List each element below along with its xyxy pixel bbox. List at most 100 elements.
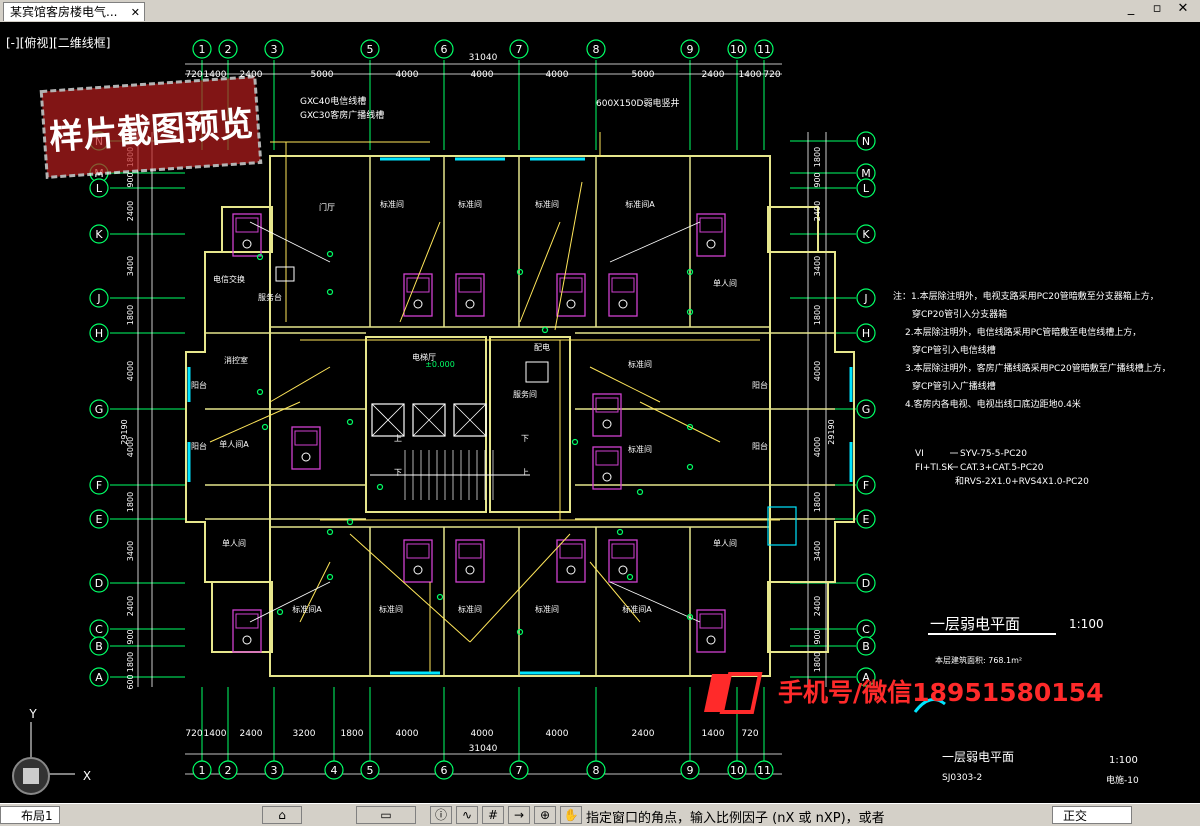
wire [469, 533, 571, 643]
bathtub [556, 273, 586, 317]
toilet [242, 635, 252, 645]
dim-bottom-part: 2400 [240, 729, 263, 739]
annotation-riser: 600X150D弱电竖井 [596, 97, 679, 109]
fixture [595, 450, 619, 466]
layout-tab[interactable]: 布局1 [0, 806, 60, 824]
balcony-window [767, 506, 797, 546]
document-tab[interactable]: 某宾馆客房楼电气... ✕ [3, 2, 145, 21]
ortho-mode[interactable]: 正交 [1052, 806, 1132, 824]
fixture [294, 430, 318, 446]
axis-label: H [862, 327, 870, 340]
wire [519, 221, 561, 323]
close-window-icon[interactable]: ✕ [1170, 0, 1196, 18]
toilet [602, 472, 612, 482]
axis-label: 5 [367, 43, 374, 56]
axis-bubble [218, 39, 238, 59]
axis-bubble [856, 509, 876, 529]
axis-bubble [727, 39, 747, 59]
snap-icon[interactable]: ∿ [456, 806, 478, 824]
room-label: 阳台 [752, 380, 768, 390]
viewport-button[interactable]: ▭ [356, 806, 416, 824]
elevator-car [371, 403, 405, 437]
toilet [566, 299, 576, 309]
grid-icon[interactable]: # [482, 806, 504, 824]
note-line: 穿CP管引入广播线槽 [912, 380, 996, 392]
command-line[interactable]: 指定窗口的角点，输入比例因子 (nX 或 nXP)，或者 [586, 811, 885, 826]
dim-bottom-part: 1400 [204, 729, 227, 739]
dim-left-part: 1800 [126, 305, 135, 325]
wire [639, 401, 721, 443]
toilet [566, 565, 576, 575]
nw-bath-wall [221, 206, 273, 253]
wire [269, 366, 331, 403]
restore-icon[interactable]: ▫ [1144, 0, 1170, 18]
dim-right-part: 1800 [813, 652, 822, 672]
axis-label: J [863, 292, 867, 305]
dim-bottom-part: 1800 [341, 729, 364, 739]
bathtub [696, 609, 726, 653]
close-icon[interactable]: ✕ [130, 6, 140, 19]
bathtub [232, 609, 262, 653]
axis-label: 1 [199, 764, 206, 777]
dim-right-part: 1800 [813, 305, 822, 325]
axis-bubble [727, 760, 747, 780]
wire [399, 221, 441, 323]
axis-label: 11 [757, 43, 771, 56]
axis-label: 7 [516, 764, 523, 777]
room-label: 标准间A [622, 604, 652, 614]
fixture [235, 613, 259, 629]
outlet-symbol [686, 463, 694, 471]
axis-bubble [856, 178, 876, 198]
dim-right-part: 3400 [813, 541, 822, 561]
axis-label: C [862, 623, 870, 636]
toilet [413, 299, 423, 309]
axis-bubble [360, 760, 380, 780]
viewport-label[interactable]: [-][俯视][二维线框] [6, 36, 111, 50]
axis-label: D [862, 577, 870, 590]
dim-bottom-part: 4000 [396, 729, 419, 739]
dim-right-part: 1800 [813, 492, 822, 512]
arrow-icon[interactable]: → [508, 806, 530, 824]
room-label: 下 [521, 434, 529, 443]
fixture [458, 277, 482, 293]
axis-bubble [509, 760, 529, 780]
minimize-icon[interactable]: _ [1118, 0, 1144, 18]
annotation-trunk2: GXC30客房广播线槽 [300, 109, 384, 121]
equipment-box [525, 361, 549, 383]
info-icon[interactable]: ⓘ [430, 806, 452, 824]
dim-right-part: 4000 [813, 361, 822, 381]
annotation-level: ±0.000 [425, 360, 455, 369]
axis-bubble [264, 760, 284, 780]
elevator-cross [412, 403, 446, 437]
dim-left-part: 3400 [126, 541, 135, 561]
pan-icon[interactable]: ✋ [560, 806, 582, 824]
annotation-trunk1: GXC40电信线槽 [300, 95, 366, 107]
axis-bubble [89, 399, 109, 419]
axis-bubble [324, 760, 344, 780]
dim-top-part: 2400 [240, 70, 263, 80]
axis-label: N [862, 135, 870, 148]
axis-label: A [95, 671, 103, 684]
elevator-cross [453, 403, 487, 437]
axis-label: 8 [593, 764, 600, 777]
dim-left-part: 4000 [126, 361, 135, 381]
axis-bubble [360, 39, 380, 59]
axis-label: E [96, 513, 103, 526]
axis-label: 1 [199, 43, 206, 56]
polar-icon[interactable]: ⊕ [534, 806, 556, 824]
axis-label: 6 [441, 764, 448, 777]
axis-bubble [89, 667, 109, 687]
outlet-symbol [626, 573, 634, 581]
model-icon[interactable]: ⌂ [262, 806, 302, 824]
axis-bubble [89, 178, 109, 198]
outlet-symbol [256, 388, 264, 396]
bathtub [291, 426, 321, 470]
toilet [413, 565, 423, 575]
axis-label: G [862, 403, 871, 416]
equipment-box [275, 266, 295, 282]
